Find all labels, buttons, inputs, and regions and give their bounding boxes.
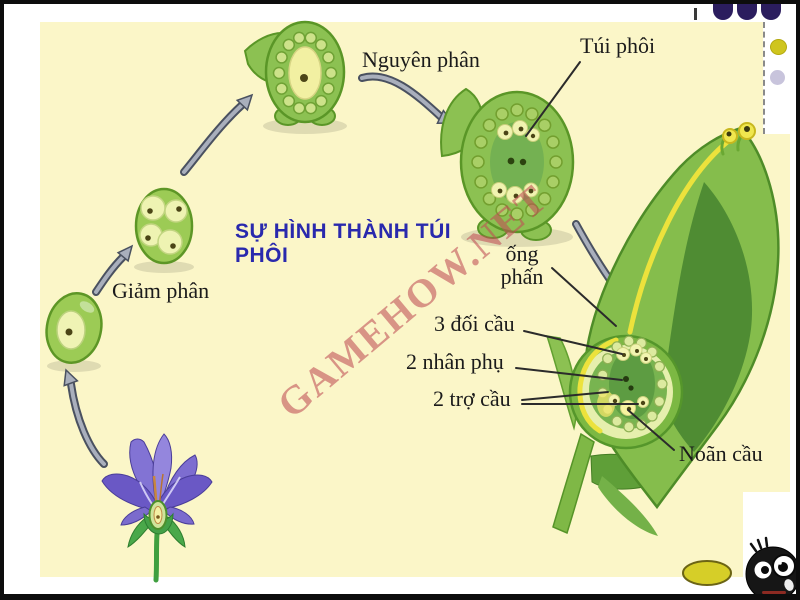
nav-dot-icon[interactable] xyxy=(737,4,757,20)
label-tro-cau: 2 trợ cầu xyxy=(433,386,511,411)
label-nguyen-phan: Nguyên phân xyxy=(362,47,480,72)
label-ong-phan: ống phấn xyxy=(490,242,554,288)
yellow-dot-icon[interactable] xyxy=(770,39,787,55)
lavender-dot-icon[interactable] xyxy=(770,70,785,85)
page-title: SỰ HÌNH THÀNH TÚI PHÔI xyxy=(235,220,452,267)
label-giam-phan: Giảm phân xyxy=(112,278,210,303)
nav-dot-icon[interactable] xyxy=(713,4,733,20)
label-ong-phan-line2: phấn xyxy=(500,264,544,290)
bottom-right-white-patch xyxy=(743,492,792,577)
nav-dash-icon xyxy=(694,8,697,20)
label-doi-cau: 3 đối cầu xyxy=(434,311,515,336)
nav-dot-icon[interactable] xyxy=(761,4,781,20)
label-nhan-phu: 2 nhân phụ xyxy=(406,349,504,374)
label-tui-phoi: Túi phôi xyxy=(580,33,656,58)
label-ong-phan-line1: ống xyxy=(505,241,539,266)
label-noan-cau: Noãn cầu xyxy=(679,441,763,466)
